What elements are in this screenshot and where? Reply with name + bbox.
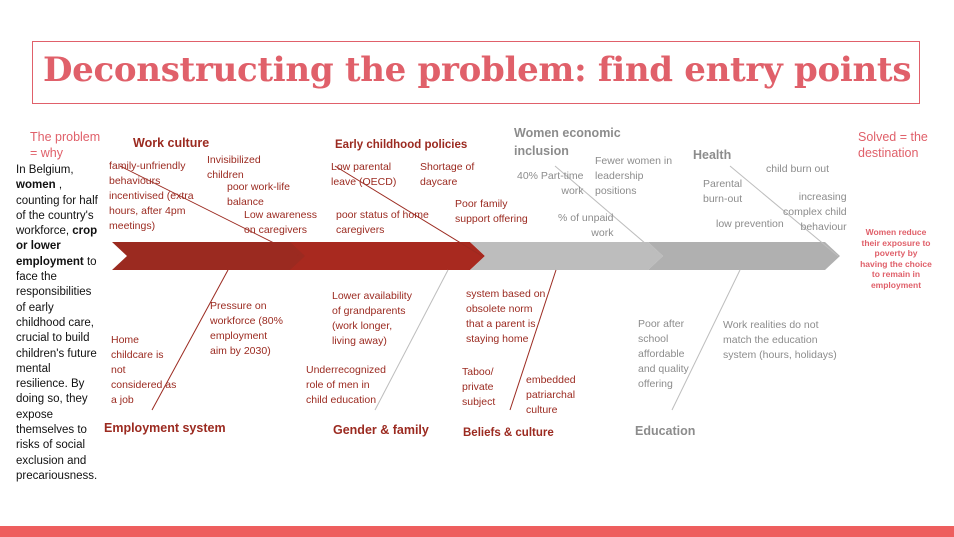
cause-poor-status: poor status of home caregivers (336, 209, 429, 236)
category-women-economic: Women economic inclusion (514, 126, 621, 158)
problem-text-crop: crop or lower employment (16, 225, 98, 268)
problem-text-5: to face the responsibilities of early ch… (16, 255, 98, 482)
cause-low-prevention: low prevention (716, 218, 784, 230)
bone-women-economic (554, 165, 661, 257)
bone-gender-family (374, 269, 449, 411)
spine-segment-childhood (290, 242, 485, 270)
cause-poor-balance: poor work-life balance (227, 181, 291, 208)
cause-low-awareness: Low awareness on caregivers (244, 209, 317, 236)
destination-heading: Solved = the destination (858, 130, 928, 160)
bone-beliefs (509, 269, 557, 411)
category-gender-family: Gender & family (333, 423, 429, 437)
cause-after-school: Poor after school affordable and quality… (638, 318, 689, 390)
cause-child-burnout: child burn out (766, 163, 830, 175)
cause-parental-burnout: Parental burn-out (703, 178, 743, 205)
category-work-culture: Work culture (133, 136, 210, 150)
cause-part-time: 40% Part-time work (517, 170, 584, 197)
bone-early-childhood (334, 165, 483, 257)
problem-text-1: In Belgium, (16, 164, 74, 176)
cause-taboo: Taboo/ private subject (462, 366, 496, 408)
category-employment: Employment system (104, 421, 226, 435)
page-title: Deconstructing the problem: find entry p… (43, 50, 912, 90)
cause-patriarchal: embedded patriarchal culture (526, 374, 576, 416)
bone-health (729, 165, 839, 257)
destination-statement: Women reduce their exposure to poverty b… (860, 227, 932, 290)
cause-pressure-workforce: Pressure on workforce (80% employment ai… (210, 300, 283, 357)
problem-statement: In Belgium, women , counting for half of… (16, 163, 102, 484)
spine-segment-women (470, 242, 663, 270)
bone-work-culture (119, 165, 301, 257)
cause-unpaid-work: % of unpaid work (558, 212, 614, 239)
bone-employment (151, 269, 229, 411)
bone-education (671, 269, 741, 411)
cause-low-parental-leave: Low parental leave (OECD) (331, 161, 397, 188)
cause-shortage-daycare: Shortage of daycare (420, 161, 475, 188)
category-health: Health (693, 148, 732, 162)
problem-text-3: , counting for half of the country's wor… (16, 179, 98, 238)
category-beliefs: Beliefs & culture (463, 427, 554, 439)
cause-grandparents: Lower availability of grandparents (work… (332, 290, 412, 347)
cause-family-unfriendly: family-unfriendly behaviours incentivise… (109, 160, 194, 232)
cause-obsolete-norm: system based on obsolete norm that a par… (466, 288, 546, 345)
cause-home-childcare: Home childcare is not considered as a jo… (111, 334, 177, 406)
problem-text-women: women (16, 179, 56, 192)
category-early-childhood: Early childhood policies (335, 139, 468, 151)
title-box: Deconstructing the problem: find entry p… (32, 41, 920, 104)
cause-invisibilized: Invisibilized children (207, 154, 261, 181)
cause-complex-behaviour: increasing complex child behaviour (783, 191, 847, 233)
cause-poor-family-support: Poor family support offering (455, 198, 528, 225)
problem-heading: The problem = why (30, 130, 101, 160)
cause-men-role: Underrecognized role of men in child edu… (306, 364, 386, 406)
spine-segment-work (112, 242, 307, 270)
cause-work-realities: Work realities do not match the educatio… (723, 319, 837, 361)
footer-bar (0, 526, 954, 537)
category-education: Education (635, 424, 696, 438)
spine-segment-health (648, 242, 840, 270)
cause-fewer-women: Fewer women in leadership positions (595, 155, 673, 197)
